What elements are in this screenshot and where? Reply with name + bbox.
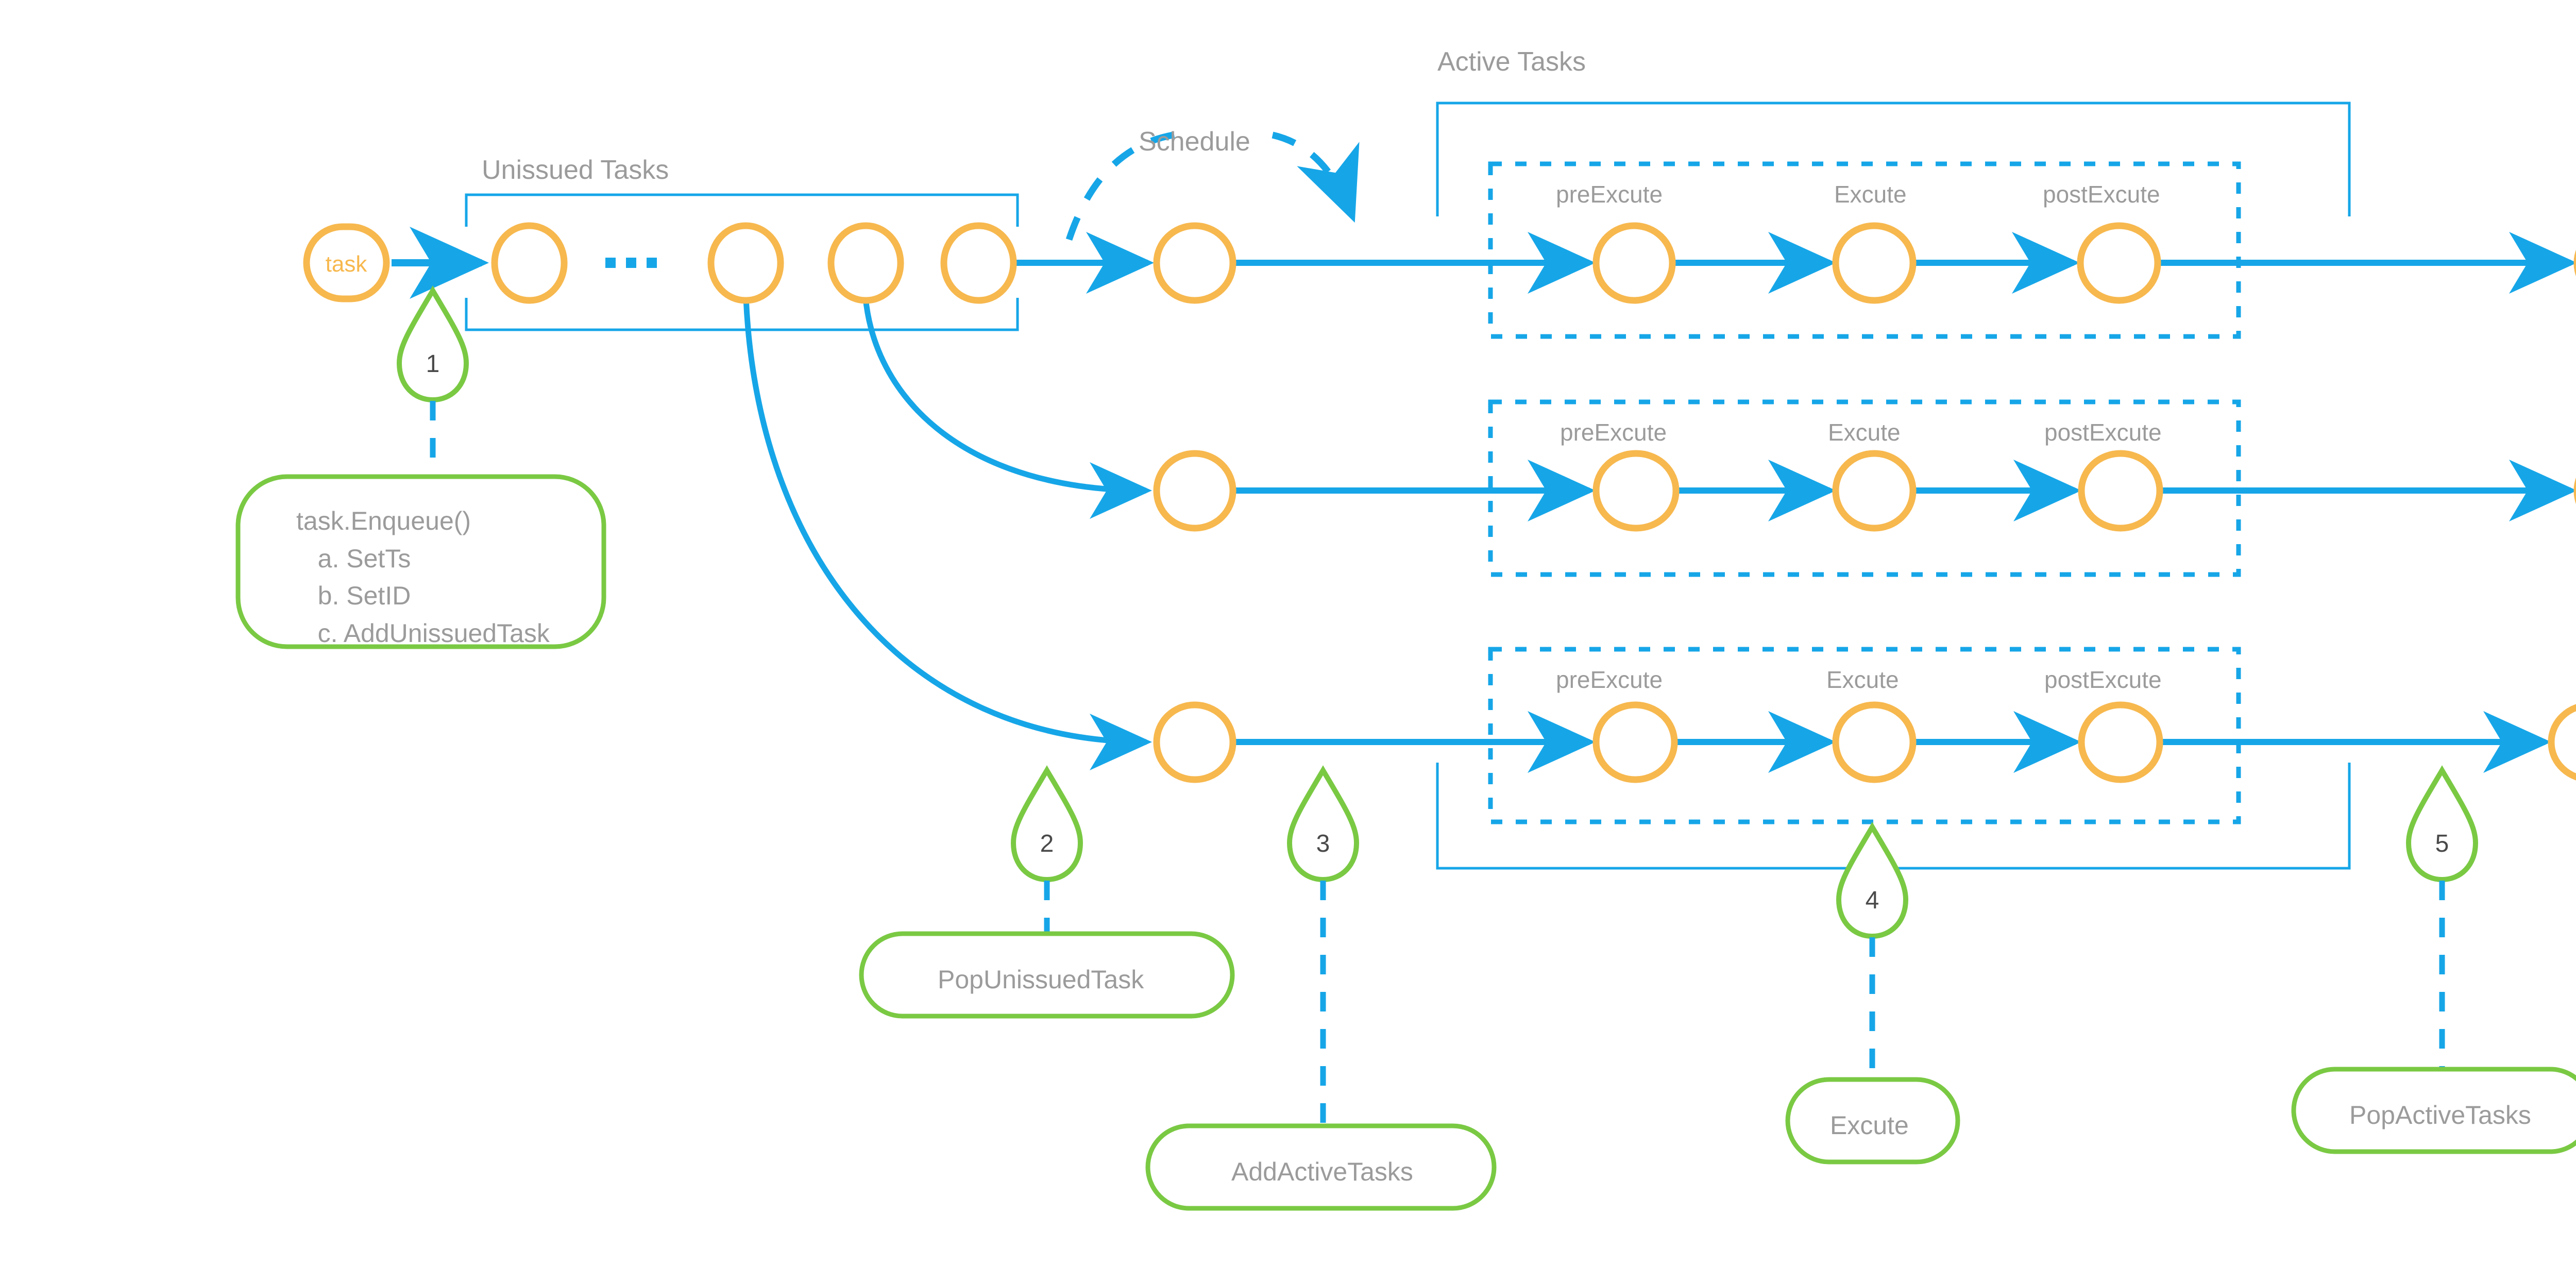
callout-5-box[interactable] bbox=[2291, 1067, 2576, 1154]
stage-label-postexcute-1: postExcute bbox=[2043, 181, 2160, 208]
callout-3-box[interactable] bbox=[1145, 1123, 1497, 1211]
node-unissued-1[interactable] bbox=[491, 222, 568, 304]
node-schedule-1[interactable] bbox=[1153, 222, 1236, 304]
node-unissued-3[interactable] bbox=[827, 222, 904, 304]
node-unissued-4[interactable] bbox=[940, 222, 1017, 304]
stage-label-postexcute-2: postExcute bbox=[2044, 419, 2162, 446]
edge-queue-curve-row3 bbox=[743, 297, 1152, 770]
marker-4[interactable] bbox=[1836, 822, 1909, 939]
node-task-label: task bbox=[326, 251, 368, 277]
callout-2-box[interactable] bbox=[859, 931, 1235, 1019]
marker-1[interactable] bbox=[396, 285, 469, 403]
node-postexcute-3[interactable] bbox=[2078, 701, 2163, 783]
node-schedule-3[interactable] bbox=[1153, 701, 1236, 783]
stage-label-postexcute-3: postExcute bbox=[2044, 666, 2162, 693]
node-unissued-2[interactable] bbox=[707, 222, 784, 304]
stage-label-preexcute-2: preExcute bbox=[1560, 419, 1667, 446]
node-preexcute-2[interactable] bbox=[1592, 450, 1680, 532]
callout-1-box[interactable] bbox=[235, 474, 606, 649]
stage-label-preexcute-1: preExcute bbox=[1556, 181, 1663, 208]
stage-label-excute-1: Excute bbox=[1834, 181, 1907, 208]
callout-4-box[interactable] bbox=[1785, 1077, 1960, 1165]
marker-5-number: 5 bbox=[2435, 830, 2449, 857]
node-postexcute-1[interactable] bbox=[2077, 222, 2161, 304]
marker-3[interactable] bbox=[1286, 765, 1360, 883]
marker-3-number: 3 bbox=[1316, 830, 1330, 857]
marker-2[interactable] bbox=[1010, 765, 1083, 883]
marker-1-number: 1 bbox=[426, 350, 440, 378]
node-terminal-3[interactable] bbox=[2548, 704, 2576, 781]
node-task[interactable] bbox=[303, 223, 390, 302]
callout-4-text: Excute bbox=[1830, 1111, 1909, 1140]
callout-1-text: task.Enqueue() a. SetTs b. SetID c. AddU… bbox=[296, 507, 550, 648]
pipeline-row-1 bbox=[1232, 161, 2576, 339]
callout-2-text: PopUnissuedTask bbox=[938, 965, 1144, 994]
node-schedule-2[interactable] bbox=[1153, 450, 1236, 532]
node-preexcute-3[interactable] bbox=[1592, 701, 1678, 783]
schedule-label: Schedule bbox=[1139, 127, 1250, 157]
edge-queue-curve-row2 bbox=[862, 297, 1152, 519]
active-tasks-group-label: Active Tasks bbox=[1437, 47, 1586, 77]
callout-3-text: AddActiveTasks bbox=[1231, 1157, 1413, 1186]
node-excute-3[interactable] bbox=[1832, 701, 1917, 783]
stage-label-excute-3: Excute bbox=[1826, 666, 1899, 693]
marker-4-number: 4 bbox=[1866, 887, 1879, 914]
node-preexcute-1[interactable] bbox=[1592, 222, 1676, 304]
marker-5[interactable] bbox=[2405, 765, 2479, 883]
marker-2-number: 2 bbox=[1040, 830, 1054, 857]
callout-5-text: PopActiveTasks bbox=[2349, 1101, 2531, 1129]
pipeline-row-2 bbox=[1232, 399, 2576, 577]
unissued-tasks-bracket bbox=[465, 193, 1019, 331]
stage-label-preexcute-3: preExcute bbox=[1556, 666, 1663, 693]
unissued-tasks-group-label: Unissued Tasks bbox=[482, 155, 669, 185]
node-postexcute-2[interactable] bbox=[2078, 450, 2163, 532]
queue-ellipsis-dots bbox=[605, 258, 657, 268]
node-excute-2[interactable] bbox=[1832, 450, 1917, 532]
schedule-dashed-arc bbox=[1065, 129, 1360, 241]
node-excute-1[interactable] bbox=[1832, 222, 1917, 304]
pipeline-row-3 bbox=[1232, 647, 2551, 824]
stage-label-excute-2: Excute bbox=[1828, 419, 1901, 446]
